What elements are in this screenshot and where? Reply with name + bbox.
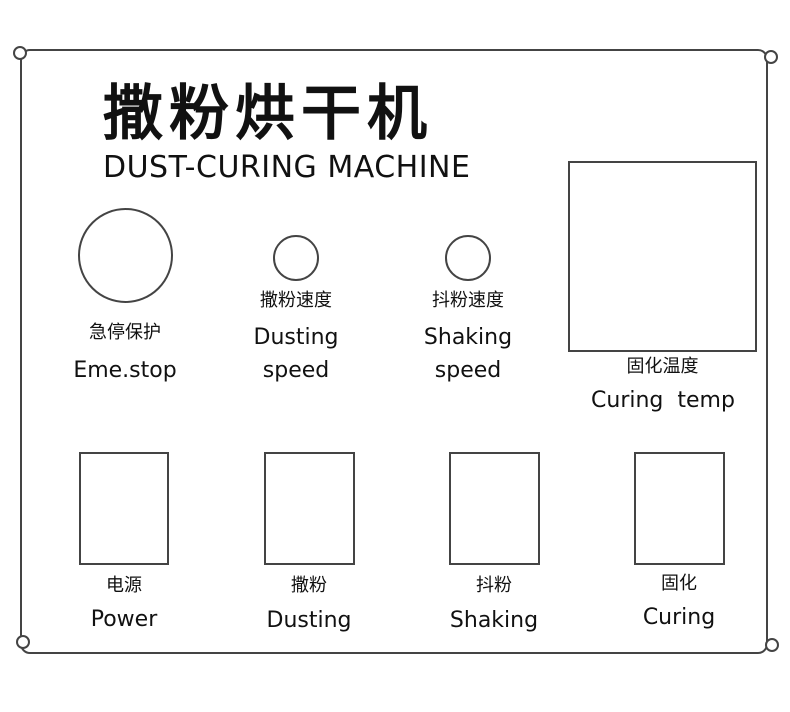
mounting-hole-top-right: [764, 50, 778, 64]
dusting-switch-label-cn: 撒粉: [291, 575, 327, 596]
curing-temp-display: [568, 161, 757, 352]
mounting-hole-top-left: [13, 46, 27, 60]
emergency-stop-label-cn: 急停保护: [89, 322, 161, 343]
shaking-switch[interactable]: [449, 452, 540, 565]
shaking-switch-label-cn: 抖粉: [476, 575, 512, 596]
power-switch-label-cn: 电源: [106, 575, 142, 596]
dusting-speed-knob[interactable]: [273, 235, 319, 281]
curing-switch-label-en: Curing: [642, 605, 716, 630]
shaking-speed-label-cn: 抖粉速度: [432, 290, 504, 311]
dusting-speed-label-cn: 撒粉速度: [260, 290, 332, 311]
machine-title-english: DUST-CURING MACHINE: [103, 150, 471, 185]
dusting-speed-label-en-2: speed: [262, 358, 330, 383]
dusting-switch[interactable]: [264, 452, 355, 565]
machine-title-chinese: 撒粉烘干机: [103, 79, 433, 149]
shaking-switch-label-en: Shaking: [449, 608, 539, 633]
curing-switch[interactable]: [634, 452, 725, 565]
mounting-hole-bottom-right: [765, 638, 779, 652]
emergency-stop-label-en: Eme.stop: [73, 358, 177, 383]
power-switch[interactable]: [79, 452, 169, 565]
control-panel-outline: [20, 49, 768, 654]
dusting-switch-label-en: Dusting: [266, 608, 352, 633]
curing-temp-label-en: Curing temp: [591, 388, 735, 413]
shaking-speed-knob[interactable]: [445, 235, 491, 281]
dusting-speed-label-en: Dusting: [253, 325, 339, 350]
emergency-stop-button[interactable]: [78, 208, 173, 303]
power-switch-label-en: Power: [90, 607, 158, 632]
curing-switch-label-cn: 固化: [661, 573, 697, 594]
shaking-speed-label-en: Shaking: [423, 325, 513, 350]
mounting-hole-bottom-left: [16, 635, 30, 649]
curing-temp-label-cn: 固化温度: [626, 356, 699, 377]
shaking-speed-label-en-2: speed: [434, 358, 502, 383]
